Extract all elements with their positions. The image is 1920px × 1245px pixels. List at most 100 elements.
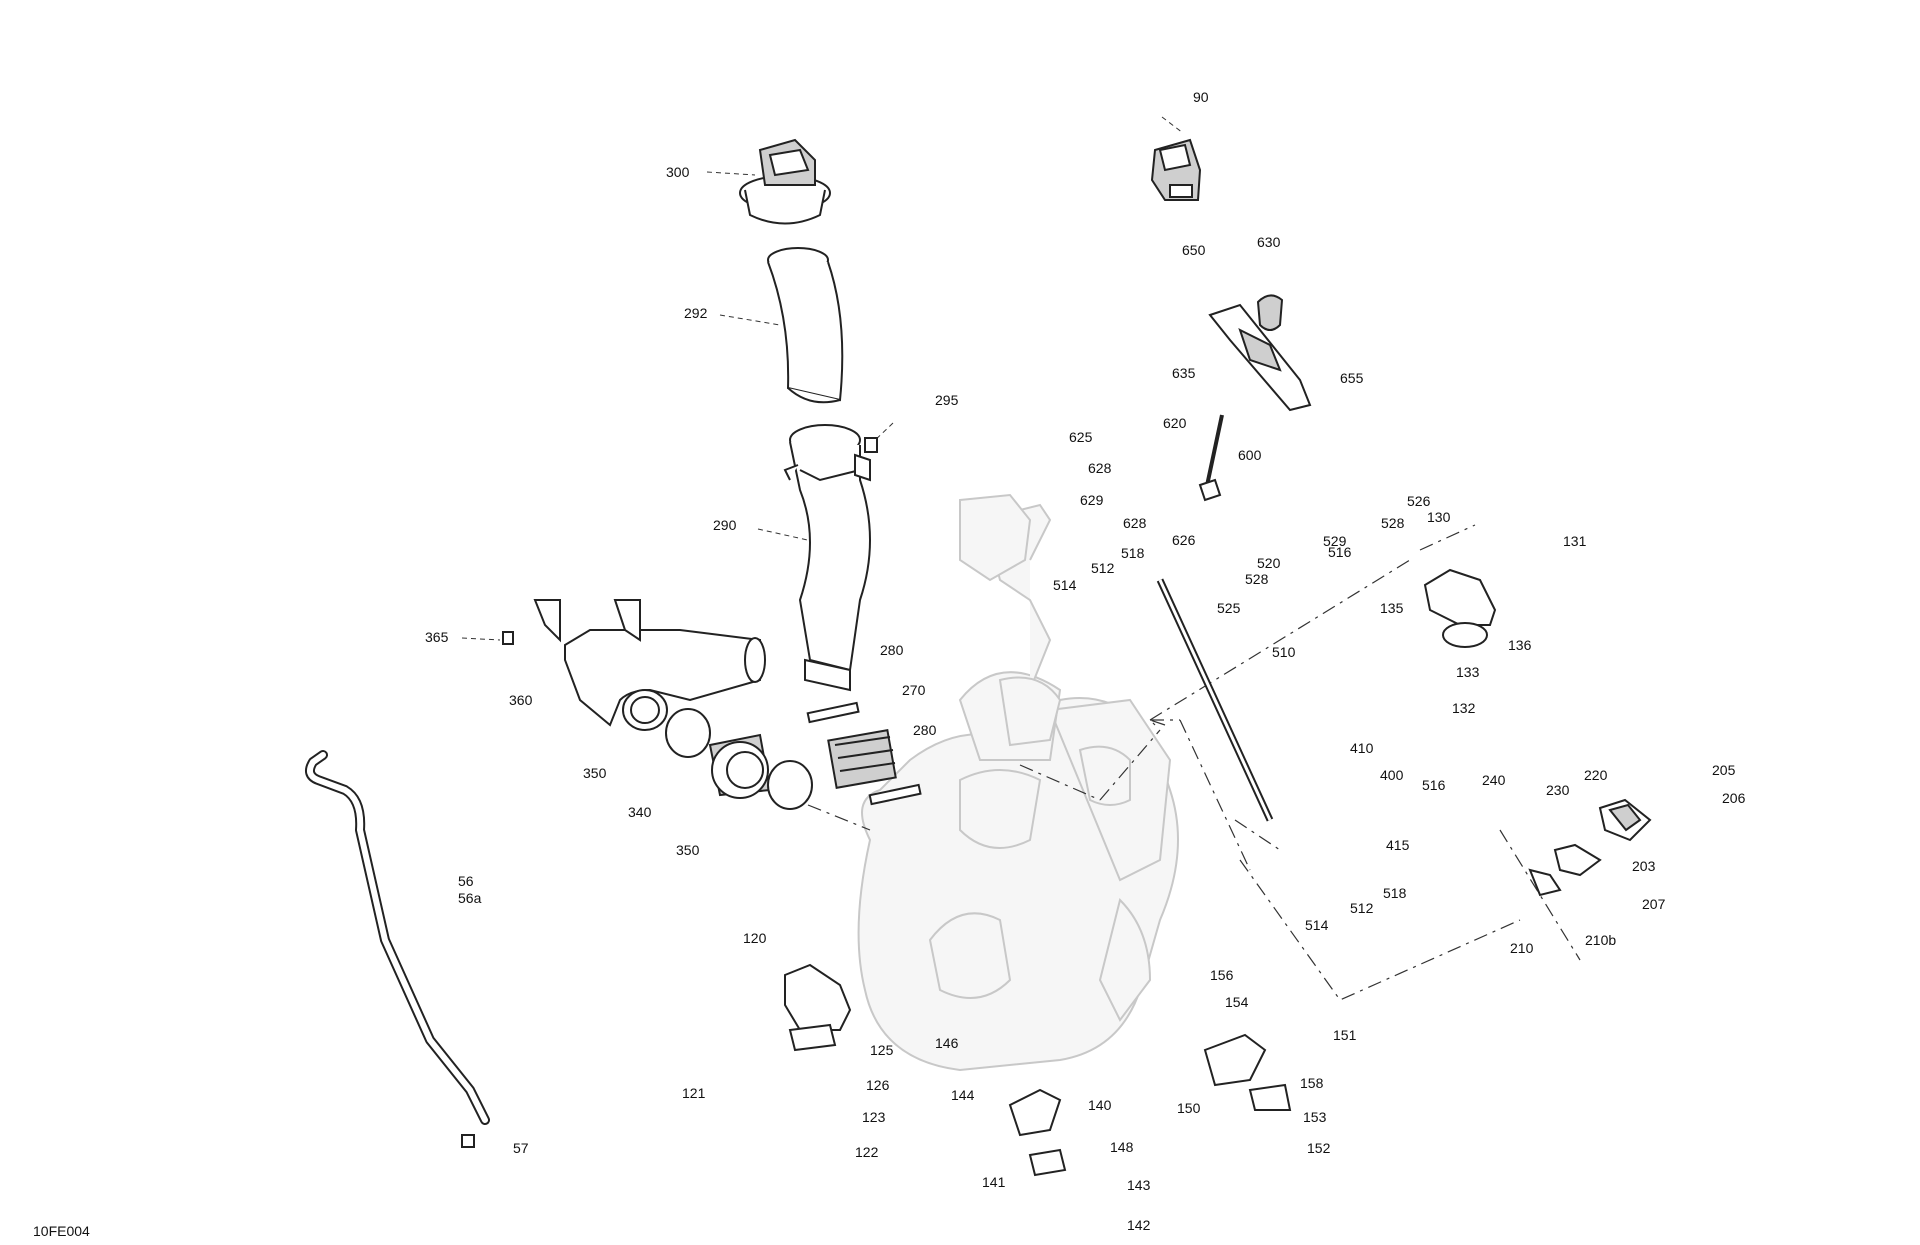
callout-626: 626 <box>1172 532 1196 548</box>
engine-ghost <box>857 493 1179 1072</box>
callout-labels: 90 300 292 295 290 365 360 280 270 280 3… <box>425 89 1746 1233</box>
callout-156: 156 <box>1210 967 1234 983</box>
part-295 <box>864 437 878 453</box>
part-130 <box>1423 568 1497 648</box>
callout-120: 120 <box>743 930 767 946</box>
callout-207: 207 <box>1642 896 1666 912</box>
callout-143: 143 <box>1127 1177 1151 1193</box>
callout-516-b: 516 <box>1422 777 1446 793</box>
callout-529: 529 <box>1323 533 1347 549</box>
callout-292: 292 <box>684 305 708 321</box>
callout-629: 629 <box>1080 492 1104 508</box>
leader-lines <box>461 116 1581 1001</box>
callout-141: 141 <box>982 1174 1006 1190</box>
callout-135: 135 <box>1380 600 1404 616</box>
callout-630: 630 <box>1257 234 1281 250</box>
part-203 <box>1598 798 1652 842</box>
part-600 <box>1198 414 1224 502</box>
callout-150: 150 <box>1177 1100 1201 1116</box>
callout-290: 290 <box>713 517 737 533</box>
callout-516-a: 516 <box>1328 544 1352 560</box>
callout-415: 415 <box>1386 837 1410 853</box>
callout-525: 525 <box>1217 600 1241 616</box>
part-300 <box>739 138 831 225</box>
callout-144: 144 <box>951 1087 975 1103</box>
callout-121: 121 <box>682 1085 706 1101</box>
callout-152: 152 <box>1307 1140 1331 1156</box>
part-292 <box>767 247 844 404</box>
callout-350-a: 350 <box>583 765 607 781</box>
callout-365: 365 <box>425 629 449 645</box>
diagram-code: 10FE004 <box>33 1223 90 1239</box>
callout-300: 300 <box>666 164 690 180</box>
part-210 <box>1528 843 1602 897</box>
callout-410: 410 <box>1350 740 1374 756</box>
callout-295: 295 <box>935 392 959 408</box>
part-280-b <box>868 783 922 806</box>
callout-512-a: 512 <box>1091 560 1115 576</box>
callout-512-b: 512 <box>1350 900 1374 916</box>
part-56 <box>304 750 490 1125</box>
callout-130: 130 <box>1427 509 1451 525</box>
part-90 <box>1150 138 1202 201</box>
callout-151: 151 <box>1333 1027 1357 1043</box>
callout-628-a: 628 <box>1088 460 1112 476</box>
callout-154: 154 <box>1225 994 1249 1010</box>
callout-210b: 210b <box>1585 932 1616 948</box>
callout-240: 240 <box>1482 772 1506 788</box>
part-350-b <box>767 760 813 810</box>
callout-510: 510 <box>1272 644 1296 660</box>
callout-340: 340 <box>628 804 652 820</box>
callout-131: 131 <box>1563 533 1587 549</box>
part-650 <box>1208 303 1312 412</box>
part-340 <box>708 733 772 799</box>
callout-57: 57 <box>513 1140 529 1156</box>
callout-132: 132 <box>1452 700 1476 716</box>
callout-123: 123 <box>862 1109 886 1125</box>
callout-520: 520 <box>1257 555 1281 571</box>
callout-526: 526 <box>1407 493 1431 509</box>
callout-600: 600 <box>1238 447 1262 463</box>
callout-400: 400 <box>1380 767 1404 783</box>
part-360 <box>533 599 766 731</box>
callout-230: 230 <box>1546 782 1570 798</box>
callout-360: 360 <box>509 692 533 708</box>
part-630 <box>1256 294 1284 331</box>
part-510 <box>1156 578 1274 822</box>
callout-56: 56 <box>458 873 474 889</box>
callout-628-b: 628 <box>1123 515 1147 531</box>
callout-528-b: 528 <box>1245 571 1269 587</box>
callout-146: 146 <box>935 1035 959 1051</box>
callout-140: 140 <box>1088 1097 1112 1113</box>
part-365 <box>502 631 514 645</box>
part-280-a <box>806 701 860 724</box>
callout-270: 270 <box>902 682 926 698</box>
part-270 <box>827 728 897 790</box>
callout-514-a: 514 <box>1053 577 1077 593</box>
callout-620: 620 <box>1163 415 1187 431</box>
callout-528-a: 528 <box>1381 515 1405 531</box>
callout-125: 125 <box>870 1042 894 1058</box>
callout-220: 220 <box>1584 767 1608 783</box>
part-150 <box>1203 1033 1292 1111</box>
callout-136: 136 <box>1508 637 1532 653</box>
callout-205: 205 <box>1712 762 1736 778</box>
callout-514-b: 514 <box>1305 917 1329 933</box>
callout-133: 133 <box>1456 664 1480 680</box>
callout-206: 206 <box>1722 790 1746 806</box>
callout-625: 625 <box>1069 429 1093 445</box>
callout-126: 126 <box>866 1077 890 1093</box>
callout-148: 148 <box>1110 1139 1134 1155</box>
callout-280-a: 280 <box>880 642 904 658</box>
part-350-a <box>665 708 711 758</box>
callout-158: 158 <box>1300 1075 1324 1091</box>
callout-635: 635 <box>1172 365 1196 381</box>
callout-280-b: 280 <box>913 722 937 738</box>
callout-56a: 56a <box>458 890 482 906</box>
callout-153: 153 <box>1303 1109 1327 1125</box>
callout-655: 655 <box>1340 370 1364 386</box>
part-290 <box>783 424 871 692</box>
callout-142: 142 <box>1127 1217 1151 1233</box>
part-120 <box>784 963 852 1052</box>
